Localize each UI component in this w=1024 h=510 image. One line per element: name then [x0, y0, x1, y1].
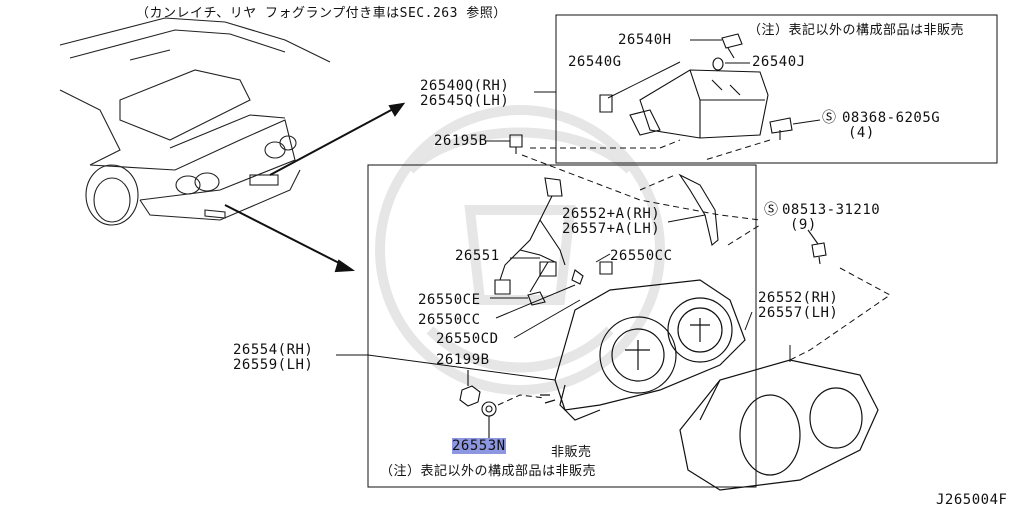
part-label-26195B[interactable]: 26195B	[434, 133, 488, 149]
part-label-26199B[interactable]: 26199B	[436, 352, 490, 368]
screw-26195B	[486, 134, 523, 154]
not-sold-label: 非販売	[551, 445, 592, 460]
qty-08513: (9)	[790, 217, 817, 233]
fog-lamp-assembly	[599, 33, 793, 140]
header-note: （カンレイチ、リヤ フォグランプ付き車はSEC.263 参照）	[136, 6, 507, 21]
part-label-26553N[interactable]: 26553N	[452, 438, 506, 454]
part-label-08368-6205G[interactable]: 08368-6205G	[842, 110, 941, 126]
screw-symbol-icon: Ⓢ	[764, 202, 779, 218]
part-label-26552-rh[interactable]: 26552(RH)	[758, 290, 839, 306]
lamp-housing	[540, 279, 746, 421]
part-label-26550CC-bottom[interactable]: 26550CC	[418, 312, 481, 328]
part-label-26550CE[interactable]: 26550CE	[418, 292, 481, 308]
fog-dashed-lines	[530, 139, 771, 161]
screw-08513	[807, 229, 827, 265]
rear-lamp-box	[367, 164, 757, 488]
part-label-26545Q-lh[interactable]: 26545Q(LH)	[420, 93, 510, 109]
fog-lamp-box	[555, 14, 998, 164]
watermark-emblem	[375, 105, 665, 395]
part-label-26554-rh[interactable]: 26554(RH)	[233, 342, 314, 358]
car-outline	[59, 17, 331, 226]
fog-box-note: （注）表記以外の構成部品は非販売	[748, 23, 965, 38]
harness-assembly	[494, 177, 613, 306]
part-label-26557A-lh[interactable]: 26557+A(LH)	[562, 221, 661, 237]
part-label-08513-31210[interactable]: 08513-31210	[782, 202, 881, 218]
reflector-26552A	[678, 173, 719, 246]
fog-leaders	[534, 39, 821, 125]
diagram-code: J265004F	[936, 492, 1008, 508]
part-label-26551[interactable]: 26551	[455, 248, 500, 264]
part-label-26540H[interactable]: 26540H	[618, 32, 672, 48]
part-label-26559-lh[interactable]: 26559(LH)	[233, 357, 314, 373]
screw-symbol-icon: Ⓢ	[822, 110, 837, 126]
part-label-26550CD[interactable]: 26550CD	[436, 331, 499, 347]
dashed-assembly-lines	[497, 154, 891, 406]
part-label-26540J[interactable]: 26540J	[752, 54, 806, 70]
qty-08368: (4)	[848, 125, 875, 141]
lamp-box-note: （注）表記以外の構成部品は非販売	[380, 464, 597, 479]
part-label-26550CC-top[interactable]: 26550CC	[610, 248, 673, 264]
lamp-leaders	[336, 214, 791, 381]
garnish-26552	[679, 359, 879, 491]
part-label-26540Q-rh[interactable]: 26540Q(RH)	[420, 78, 510, 94]
part-label-26557-lh[interactable]: 26557(LH)	[758, 305, 839, 321]
nut-washer	[459, 370, 497, 438]
part-label-26540G[interactable]: 26540G	[568, 54, 622, 70]
leader-arrows	[224, 102, 406, 273]
part-label-26552A-rh[interactable]: 26552+A(RH)	[562, 206, 661, 222]
